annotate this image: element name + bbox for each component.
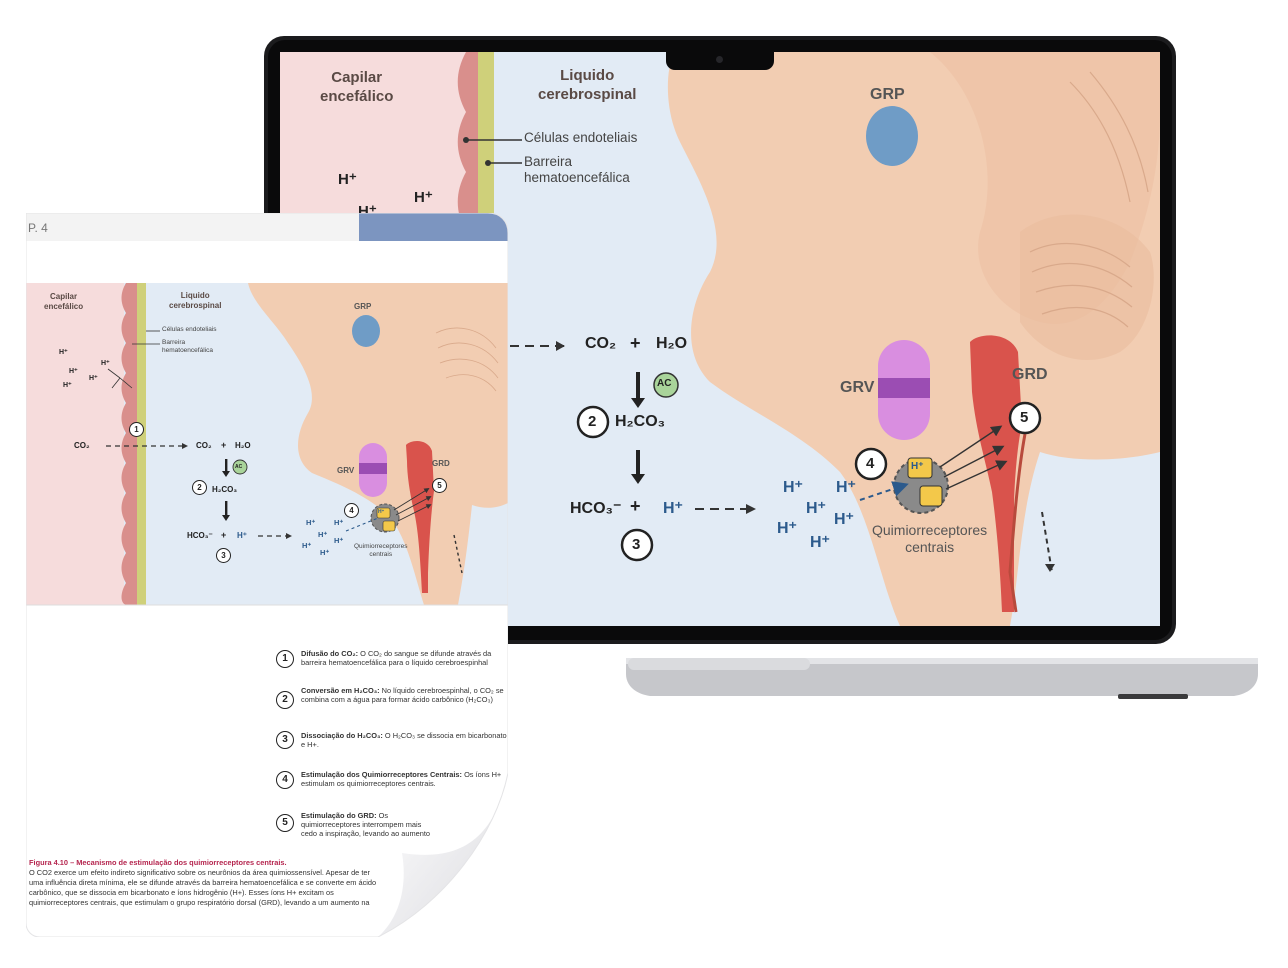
- legend-item-4-title: Estimulação dos Quimiorreceptores Centra…: [301, 770, 462, 779]
- doc-h-plus-3: H⁺: [69, 368, 78, 375]
- screen-grv-label: GRV: [840, 379, 875, 396]
- legend-item-4: Estimulação dos Quimiorreceptores Centra…: [301, 770, 511, 789]
- legend-num-2: 2: [276, 691, 294, 709]
- screen-h-ion-4: H⁺: [834, 511, 854, 528]
- screen-h-plus-cap-1: H⁺: [338, 171, 357, 188]
- doc-step-1: 1: [129, 422, 144, 437]
- legend-num-5: 5: [276, 814, 294, 832]
- doc-h2co3: H₂CO₃: [212, 485, 238, 494]
- page-header-number: P. 4: [28, 221, 48, 235]
- screen-h-plus-cap-2: H⁺: [414, 189, 433, 206]
- screen-grd-label: GRD: [1012, 366, 1048, 383]
- doc-co2: CO₂: [196, 441, 212, 450]
- screen-ac: AC: [657, 378, 672, 389]
- screen-endothelial-label: Células endoteliais: [524, 130, 638, 145]
- doc-endothelial-label: Células endoteliais: [162, 326, 217, 333]
- screen-step-2: 2: [588, 413, 597, 430]
- screen-chemoreceptor-label: Quimiorreceptores centrais: [872, 522, 988, 555]
- doc-co2-left: CO₂: [74, 441, 90, 450]
- screen-plus-2: +: [630, 496, 641, 516]
- legend-item-1-text: O CO₂ do sangue se difunde através da ba…: [301, 649, 492, 667]
- doc-capillary-title: Capilar encefálico: [44, 292, 84, 311]
- doc-grd-label: GRD: [432, 459, 450, 468]
- doc-grp-label: GRP: [354, 302, 372, 311]
- laptop-notch: [666, 50, 774, 70]
- doc-step-3: 3: [216, 548, 231, 563]
- doc-step-2: 2: [192, 480, 207, 495]
- doc-plus-1: +: [221, 440, 227, 450]
- doc-h-ion-3: H⁺: [318, 530, 328, 539]
- screen-plus-1: +: [630, 333, 641, 353]
- screen-csf-title: Liquido cerebrospinal: [538, 67, 637, 103]
- doc-hco3: HCO₃⁻: [187, 531, 213, 540]
- legend-item-3: Dissociação do H₂CO₃: O H₂CO₃ se dissoci…: [301, 731, 511, 750]
- screen-barrier-label: Barreira hematoencefálica: [524, 154, 630, 185]
- document-sheet: [26, 213, 508, 937]
- doc-h-ion-6: H⁺: [320, 548, 330, 557]
- legend-item-1-title: Difusão do CO₂:: [301, 649, 359, 658]
- doc-h-ion-chemo: H⁺: [378, 509, 385, 515]
- doc-h-plus-4: H⁺: [89, 375, 98, 382]
- doc-csf-title: Liquido cerebrospinal: [169, 291, 222, 310]
- doc-h2o: H₂O: [235, 441, 251, 450]
- screen-h-ion-3: H⁺: [806, 500, 826, 517]
- doc-step-4: 4: [344, 503, 359, 518]
- legend-item-5-title: Estimulação do GRD:: [301, 811, 377, 820]
- legend-num-1: 1: [276, 650, 294, 668]
- doc-h-ion-5: H⁺: [302, 541, 312, 550]
- screen-h-ion-chemo: H⁺: [911, 461, 924, 472]
- legend-item-3-text: O H₂CO₃ se dissocia em bicarbonato e H+.: [301, 731, 507, 749]
- doc-chemoreceptor-label: Quimiorreceptores centrais: [354, 543, 408, 558]
- doc-h-plus-5: H⁺: [63, 382, 72, 389]
- document-page: P. 4 Capilar encefálico Liquido cerebros…: [26, 213, 508, 937]
- screen-step-3: 3: [632, 536, 641, 553]
- doc-barrier-label: Barreira hematoencefálica: [162, 339, 213, 354]
- doc-ac: AC: [235, 464, 243, 470]
- legend-item-5-text: Os quimiorreceptores interrompem mais ce…: [301, 811, 431, 839]
- screen-hco3: HCO₃⁻: [570, 500, 622, 517]
- figure-caption-body: O CO2 exerce um efeito indireto signific…: [29, 868, 377, 907]
- doc-step-5: 5: [432, 478, 447, 493]
- figure-caption-title: Figura 4.10 – Mecanismo de estimulação d…: [29, 858, 287, 867]
- screen-capillary-title: Capilar encefálico: [320, 69, 394, 105]
- legend-num-4: 4: [276, 771, 294, 789]
- screen-step-4: 4: [866, 455, 875, 472]
- camera-icon: [716, 56, 723, 63]
- doc-h-ion-1: H⁺: [306, 518, 316, 527]
- screen-h-ion-5: H⁺: [777, 520, 797, 537]
- legend-item-5: Estimulação do GRD: Os quimiorreceptores…: [301, 811, 439, 839]
- legend-item-1: Difusão do CO₂: O CO₂ do sangue se difun…: [301, 649, 511, 667]
- doc-h-ion-2: H⁺: [334, 518, 344, 527]
- screen-grp-label: GRP: [870, 86, 905, 103]
- doc-h-plus-2: H⁺: [101, 360, 110, 367]
- doc-grv-label: GRV: [337, 466, 355, 475]
- screen-h-ion-2: H⁺: [836, 479, 856, 496]
- legend-item-3-title: Dissociação do H₂CO₃:: [301, 731, 383, 740]
- screen-co2: CO₂: [585, 335, 617, 352]
- doc-h-ion-4: H⁺: [334, 536, 344, 545]
- screen-h2co3: H₂CO₃: [615, 413, 666, 430]
- screen-step-5: 5: [1020, 409, 1029, 426]
- doc-plus-2: +: [221, 530, 227, 540]
- screen-h-plus-reaction: H⁺: [663, 500, 683, 517]
- screen-h-ion-6: H⁺: [810, 534, 830, 551]
- screen-label-leaders: [463, 137, 522, 166]
- screen-h2o: H₂O: [656, 335, 688, 352]
- legend-item-2: Conversão em H₂CO₃: No líquido cerebroes…: [301, 686, 511, 714]
- screen-h-ion-1: H⁺: [783, 479, 803, 496]
- doc-h-plus-reaction: H⁺: [237, 531, 247, 540]
- doc-h-plus-1: H⁺: [59, 349, 68, 356]
- legend-item-2-title: Conversão em H₂CO₃:: [301, 686, 380, 695]
- legend-item-4-text: Os íons H+ estimulam os quimiorreceptore…: [301, 770, 502, 788]
- legend-num-3: 3: [276, 731, 294, 749]
- legend-item-2-text: No líquido cerebroespinhal, o CO₂ se com…: [301, 686, 504, 704]
